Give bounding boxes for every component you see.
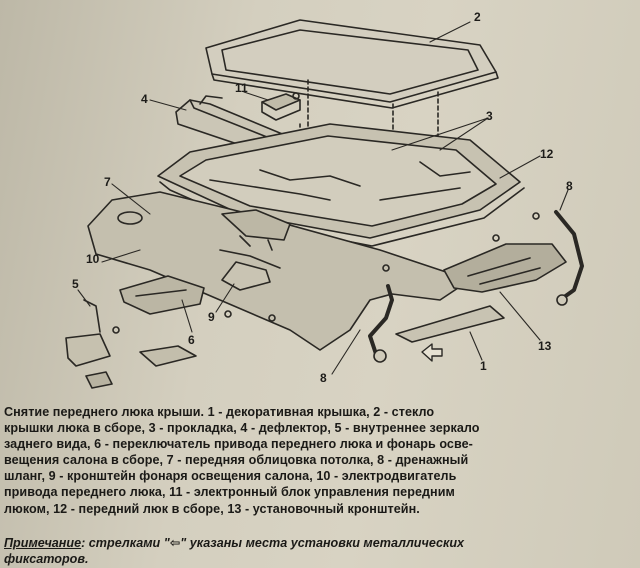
callout-4: 4	[141, 92, 148, 106]
caption-line: привода переднего люка, 11 - электронный…	[4, 485, 455, 500]
exploded-diagram: 2 3 4 11 12 7 8 10 5 6 9 13 1 8	[65, 10, 584, 389]
diagram-drawing	[65, 19, 584, 389]
callout-11: 11	[235, 81, 248, 95]
callout-2: 2	[474, 10, 481, 24]
switch-lamp-drawing	[119, 275, 205, 367]
callout-7: 7	[104, 175, 111, 189]
callout-6: 6	[188, 333, 195, 347]
callout-1: 1	[480, 359, 487, 373]
caption-line: крышки люка в сборе, 3 - прокладка, 4 - …	[4, 421, 480, 436]
caption-line: заднего вида, 6 - переключатель привода …	[4, 437, 473, 452]
note-text: : стрелками "⇦" указаны места установки …	[81, 536, 465, 550]
mirror-drawing	[65, 299, 113, 389]
callout-13: 13	[538, 339, 552, 353]
caption-line: Снятие переднего люка крыши. 1 - декорат…	[4, 405, 435, 419]
callout-3: 3	[486, 109, 493, 123]
callout-10: 10	[86, 252, 100, 266]
figure-caption: Снятие переднего люка крыши. 1 - декорат…	[4, 404, 640, 517]
mounting-bracket-drawing	[443, 243, 567, 293]
sunroof-frame-drawing	[157, 123, 525, 247]
caption-line: вещения салона в сборе, 7 - передняя обл…	[4, 453, 469, 468]
note-label: Примечание	[4, 536, 82, 550]
motor-drawing	[221, 209, 291, 251]
callout-8-top: 8	[566, 179, 573, 193]
callout-9: 9	[208, 310, 215, 324]
callout-5: 5	[72, 277, 79, 291]
caption-line: шланг, 9 - кронштейн фонаря освещения са…	[4, 469, 457, 484]
note-text-end: фиксаторов.	[4, 552, 89, 567]
glass-panel-drawing	[205, 19, 499, 109]
callout-8-bottom: 8	[320, 371, 327, 385]
callout-12: 12	[540, 147, 554, 161]
caption-line: люком, 12 - передний люк в сборе, 13 - у…	[4, 501, 420, 516]
note-block: Примечание: стрелками "⇦" указаны места …	[4, 535, 640, 567]
